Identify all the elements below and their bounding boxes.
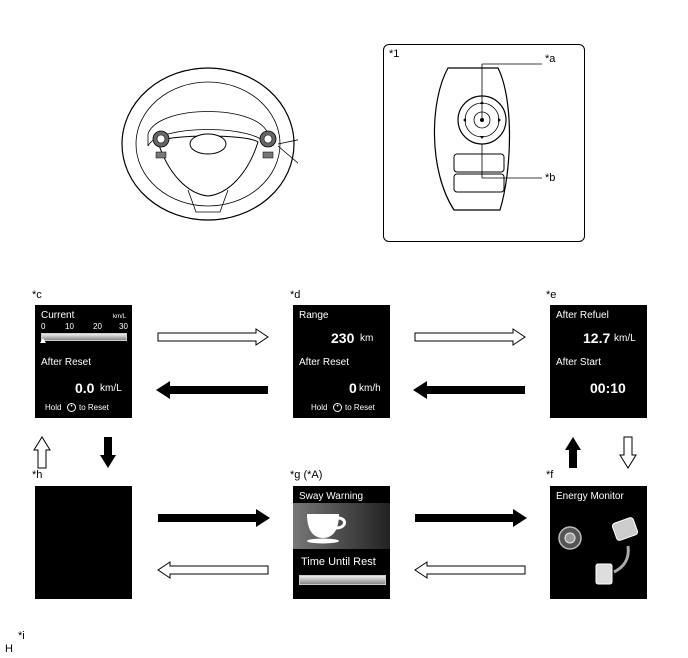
screen-g-progress-bar — [299, 575, 386, 585]
screen-c-tick-0: 0 — [41, 322, 46, 331]
screen-c-unit: km/L — [113, 314, 127, 320]
screen-c-to-reset: to Reset — [79, 403, 109, 412]
arrow-right-filled-h-g — [158, 509, 270, 527]
label-i: *i — [18, 630, 25, 642]
screen-d-value: 230 — [331, 330, 355, 346]
arrow-up-open-h-c — [33, 436, 51, 469]
screen-c-tick-10: 10 — [65, 322, 74, 331]
screen-sway-warning: Sway Warning Time Until Rest — [293, 486, 390, 599]
label-a: *a — [545, 53, 556, 65]
screen-g-sub: Time Until Rest — [301, 556, 376, 568]
energy-flow-diagram — [558, 517, 639, 585]
inset-frame — [383, 44, 585, 242]
screen-d-sub: After Reset — [299, 357, 350, 368]
label-g: *g (*A) — [290, 469, 323, 481]
label-b: *b — [545, 172, 556, 184]
screen-g-title: Sway Warning — [299, 491, 364, 502]
arrow-left-open-f-g — [414, 561, 526, 579]
screen-e-value2: 00:10 — [590, 380, 626, 396]
inset-label: *1 — [389, 48, 400, 60]
screen-d-title: Range — [299, 310, 329, 321]
enter-icon: • — [67, 403, 76, 412]
screen-e-sub: After Start — [556, 357, 602, 368]
label-f: *f — [546, 469, 554, 481]
engine-icon — [611, 517, 639, 541]
screen-c-tick-20: 20 — [93, 322, 102, 331]
energy-flow-arrow — [613, 545, 630, 574]
arrow-left-open-g-h — [157, 561, 269, 579]
arrow-down-filled-c-h — [100, 437, 116, 468]
screen-after-refuel: After Refuel 12.7 km/L After Start 00:10 — [550, 305, 647, 418]
screen-d-value-unit: km — [360, 333, 374, 344]
enter-icon: • — [333, 403, 342, 412]
arrow-right-open-c-d — [157, 328, 269, 346]
screen-f-title: Energy Monitor — [556, 491, 624, 502]
arrow-down-open-e-f — [619, 436, 637, 469]
steering-wheel-illustration — [121, 67, 298, 221]
screen-d-hold: Hold — [311, 403, 328, 412]
arrow-right-open-d-e — [414, 328, 526, 346]
label-c: *c — [32, 289, 42, 301]
screen-d-to-reset: to Reset — [345, 403, 375, 412]
wheel-hub-icon — [564, 532, 576, 544]
screen-e-value-unit: km/L — [614, 333, 636, 344]
screen-d-value2: 0 — [349, 380, 357, 396]
label-d: *d — [290, 289, 301, 301]
arrow-right-filled-g-f — [415, 509, 527, 527]
arrow-left-filled-d-c — [156, 381, 268, 399]
screen-c-sub: After Reset — [41, 357, 92, 368]
label-h: *h — [32, 469, 43, 481]
screen-range: Range 230 km After Reset 0 km/h Hold • t… — [293, 305, 390, 418]
screen-c-gauge-bar — [41, 333, 127, 341]
screen-blank — [35, 486, 132, 599]
screen-e-value: 12.7 — [583, 330, 611, 346]
arrow-up-filled-f-e — [565, 437, 581, 468]
screen-c-tick-30: 30 — [119, 322, 128, 331]
label-e: *e — [546, 289, 557, 301]
screen-c-value-unit: km/L — [100, 383, 122, 394]
screen-current-fuel: Current km/L 0 10 20 30 After Reset 0.0 … — [35, 305, 132, 418]
label-H: H — [5, 643, 13, 655]
screen-c-value: 0.0 — [75, 380, 95, 396]
coffee-cup-icon — [307, 514, 346, 544]
screen-energy-monitor: Energy Monitor — [550, 486, 647, 599]
battery-icon — [595, 563, 613, 585]
screen-c-hold: Hold — [45, 403, 62, 412]
steering-switch-illustration — [433, 63, 542, 211]
arrow-left-filled-e-d — [413, 381, 525, 399]
screen-c-gauge-pointer — [40, 338, 46, 343]
screen-c-title: Current — [41, 310, 75, 321]
screen-e-title: After Refuel — [556, 310, 609, 321]
screen-d-value2-unit: km/h — [359, 383, 381, 394]
